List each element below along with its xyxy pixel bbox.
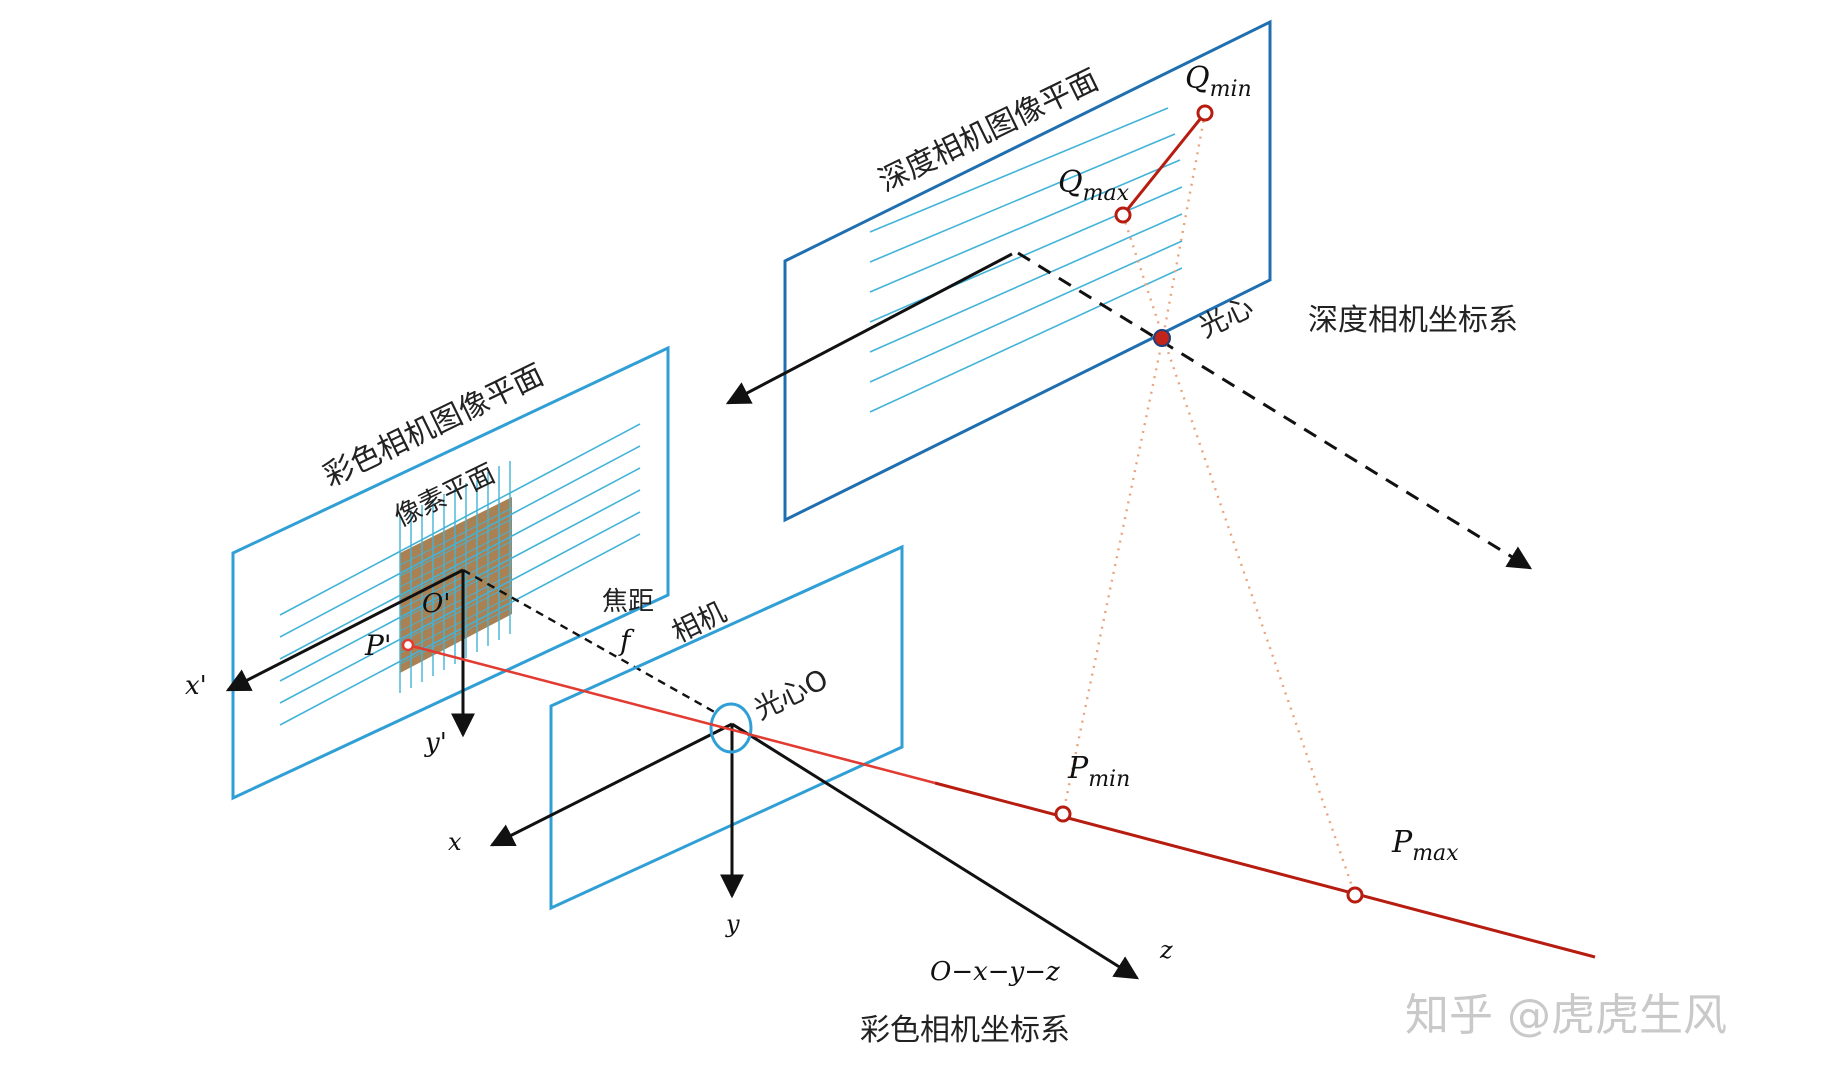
- depth-optical-center-point: [1153, 329, 1171, 347]
- x-label: x: [448, 828, 462, 856]
- pixel-plane-region: [400, 497, 512, 673]
- color-coord-system-label: 彩色相机坐标系: [860, 1013, 1070, 1048]
- depth-axis-left-arrow: [725, 252, 1013, 405]
- y-prime-label: y': [424, 728, 447, 758]
- color-optical-center-label: 光心O: [749, 662, 834, 726]
- color-camera-image-plane: 彩色相机图像平面 像素平面: [231, 345, 670, 801]
- x-prime-axis: [225, 568, 464, 692]
- p-prime-label: P': [364, 629, 392, 662]
- p-prime-point: [401, 638, 415, 652]
- p-max-point: [1346, 886, 1364, 904]
- depth-optical-center-label: 光心: [1194, 290, 1259, 344]
- projection-ray-near: [407, 643, 936, 785]
- watermark-text: 知乎 @虎虎生风: [1405, 990, 1727, 1041]
- p-max-label: Pmax: [1391, 825, 1459, 866]
- q-min-point: [1196, 104, 1214, 122]
- color-plane-title: 彩色相机图像平面: [318, 358, 549, 495]
- pixel-grid-horizontal: [399, 507, 513, 665]
- dotted-projection-lines: [1061, 112, 1357, 896]
- camera-plane-border: [549, 544, 904, 911]
- x-axis: [489, 722, 733, 847]
- q-segment: [1114, 104, 1214, 224]
- color-plane-border: [231, 345, 670, 801]
- z-axis: [731, 722, 1140, 980]
- q-max-label: Qmax: [1058, 165, 1130, 206]
- q-min-label: Qmin: [1185, 61, 1252, 102]
- focal-length-dashed-line: [462, 568, 719, 716]
- camera-plane-label: 相机: [667, 595, 732, 649]
- depth-scanlines: [869, 107, 1183, 413]
- focal-length-label: 焦距: [602, 587, 654, 617]
- p-min-label: Pmin: [1067, 751, 1130, 792]
- x-prime-label: x': [185, 671, 207, 701]
- projection-ray-far: [934, 781, 1596, 959]
- p-min-point: [1054, 805, 1072, 823]
- depth-camera-image-plane: 深度相机图像平面: [783, 19, 1272, 523]
- depth-axis-dashed-ray: [1017, 251, 1533, 570]
- z-label: z: [1159, 936, 1173, 964]
- q-max-point: [1114, 206, 1132, 224]
- color-scanlines: [279, 423, 641, 726]
- focal-symbol-label: f: [618, 624, 635, 657]
- y-label: y: [725, 910, 740, 938]
- origin-prime-label: O': [422, 589, 450, 619]
- optical-center-circle: [709, 702, 753, 754]
- depth-coord-system-label: 深度相机坐标系: [1308, 303, 1518, 338]
- depth-plane-border: [783, 19, 1272, 523]
- coord-tuple-label: O−x−y−z: [930, 957, 1060, 987]
